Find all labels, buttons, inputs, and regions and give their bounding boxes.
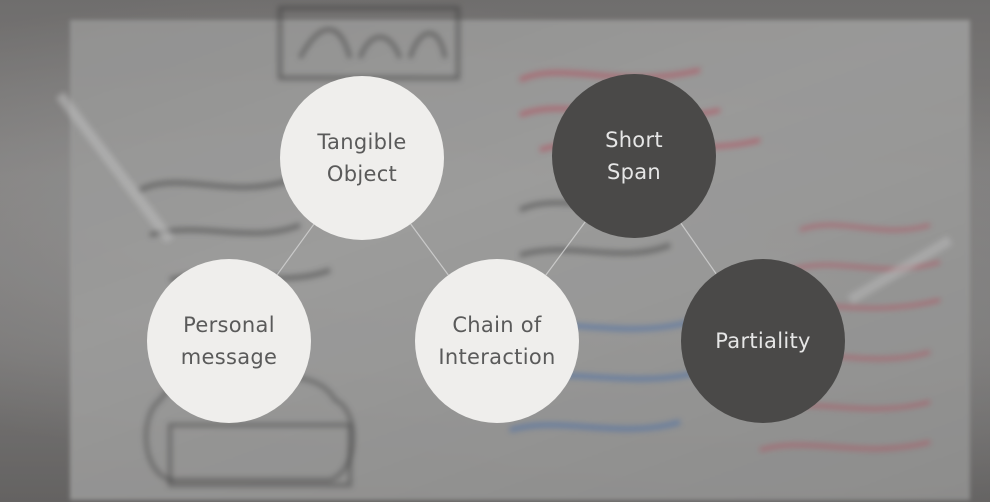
node-partiality[interactable]: Partiality (681, 259, 845, 423)
node-tangible-object[interactable]: Tangible Object (280, 76, 444, 240)
node-personal-message[interactable]: Personal message (147, 259, 311, 423)
node-short-span[interactable]: Short Span (552, 74, 716, 238)
node-label-tangible-object: Tangible Object (317, 130, 407, 186)
node-chain-of-interaction[interactable]: Chain of Interaction (415, 259, 579, 423)
connector-tangible-object-personal-message (276, 223, 315, 276)
node-label-partiality: Partiality (715, 329, 811, 353)
node-label-personal-message: Personal message (180, 313, 278, 369)
connector-short-span-partiality (680, 222, 717, 275)
node-label-chain-of-interaction: Chain of Interaction (438, 313, 556, 369)
connector-tangible-object-chain-of-interaction (410, 223, 449, 276)
connector-short-span-chain-of-interaction (545, 221, 586, 276)
node-label-short-span: Short Span (605, 128, 663, 184)
